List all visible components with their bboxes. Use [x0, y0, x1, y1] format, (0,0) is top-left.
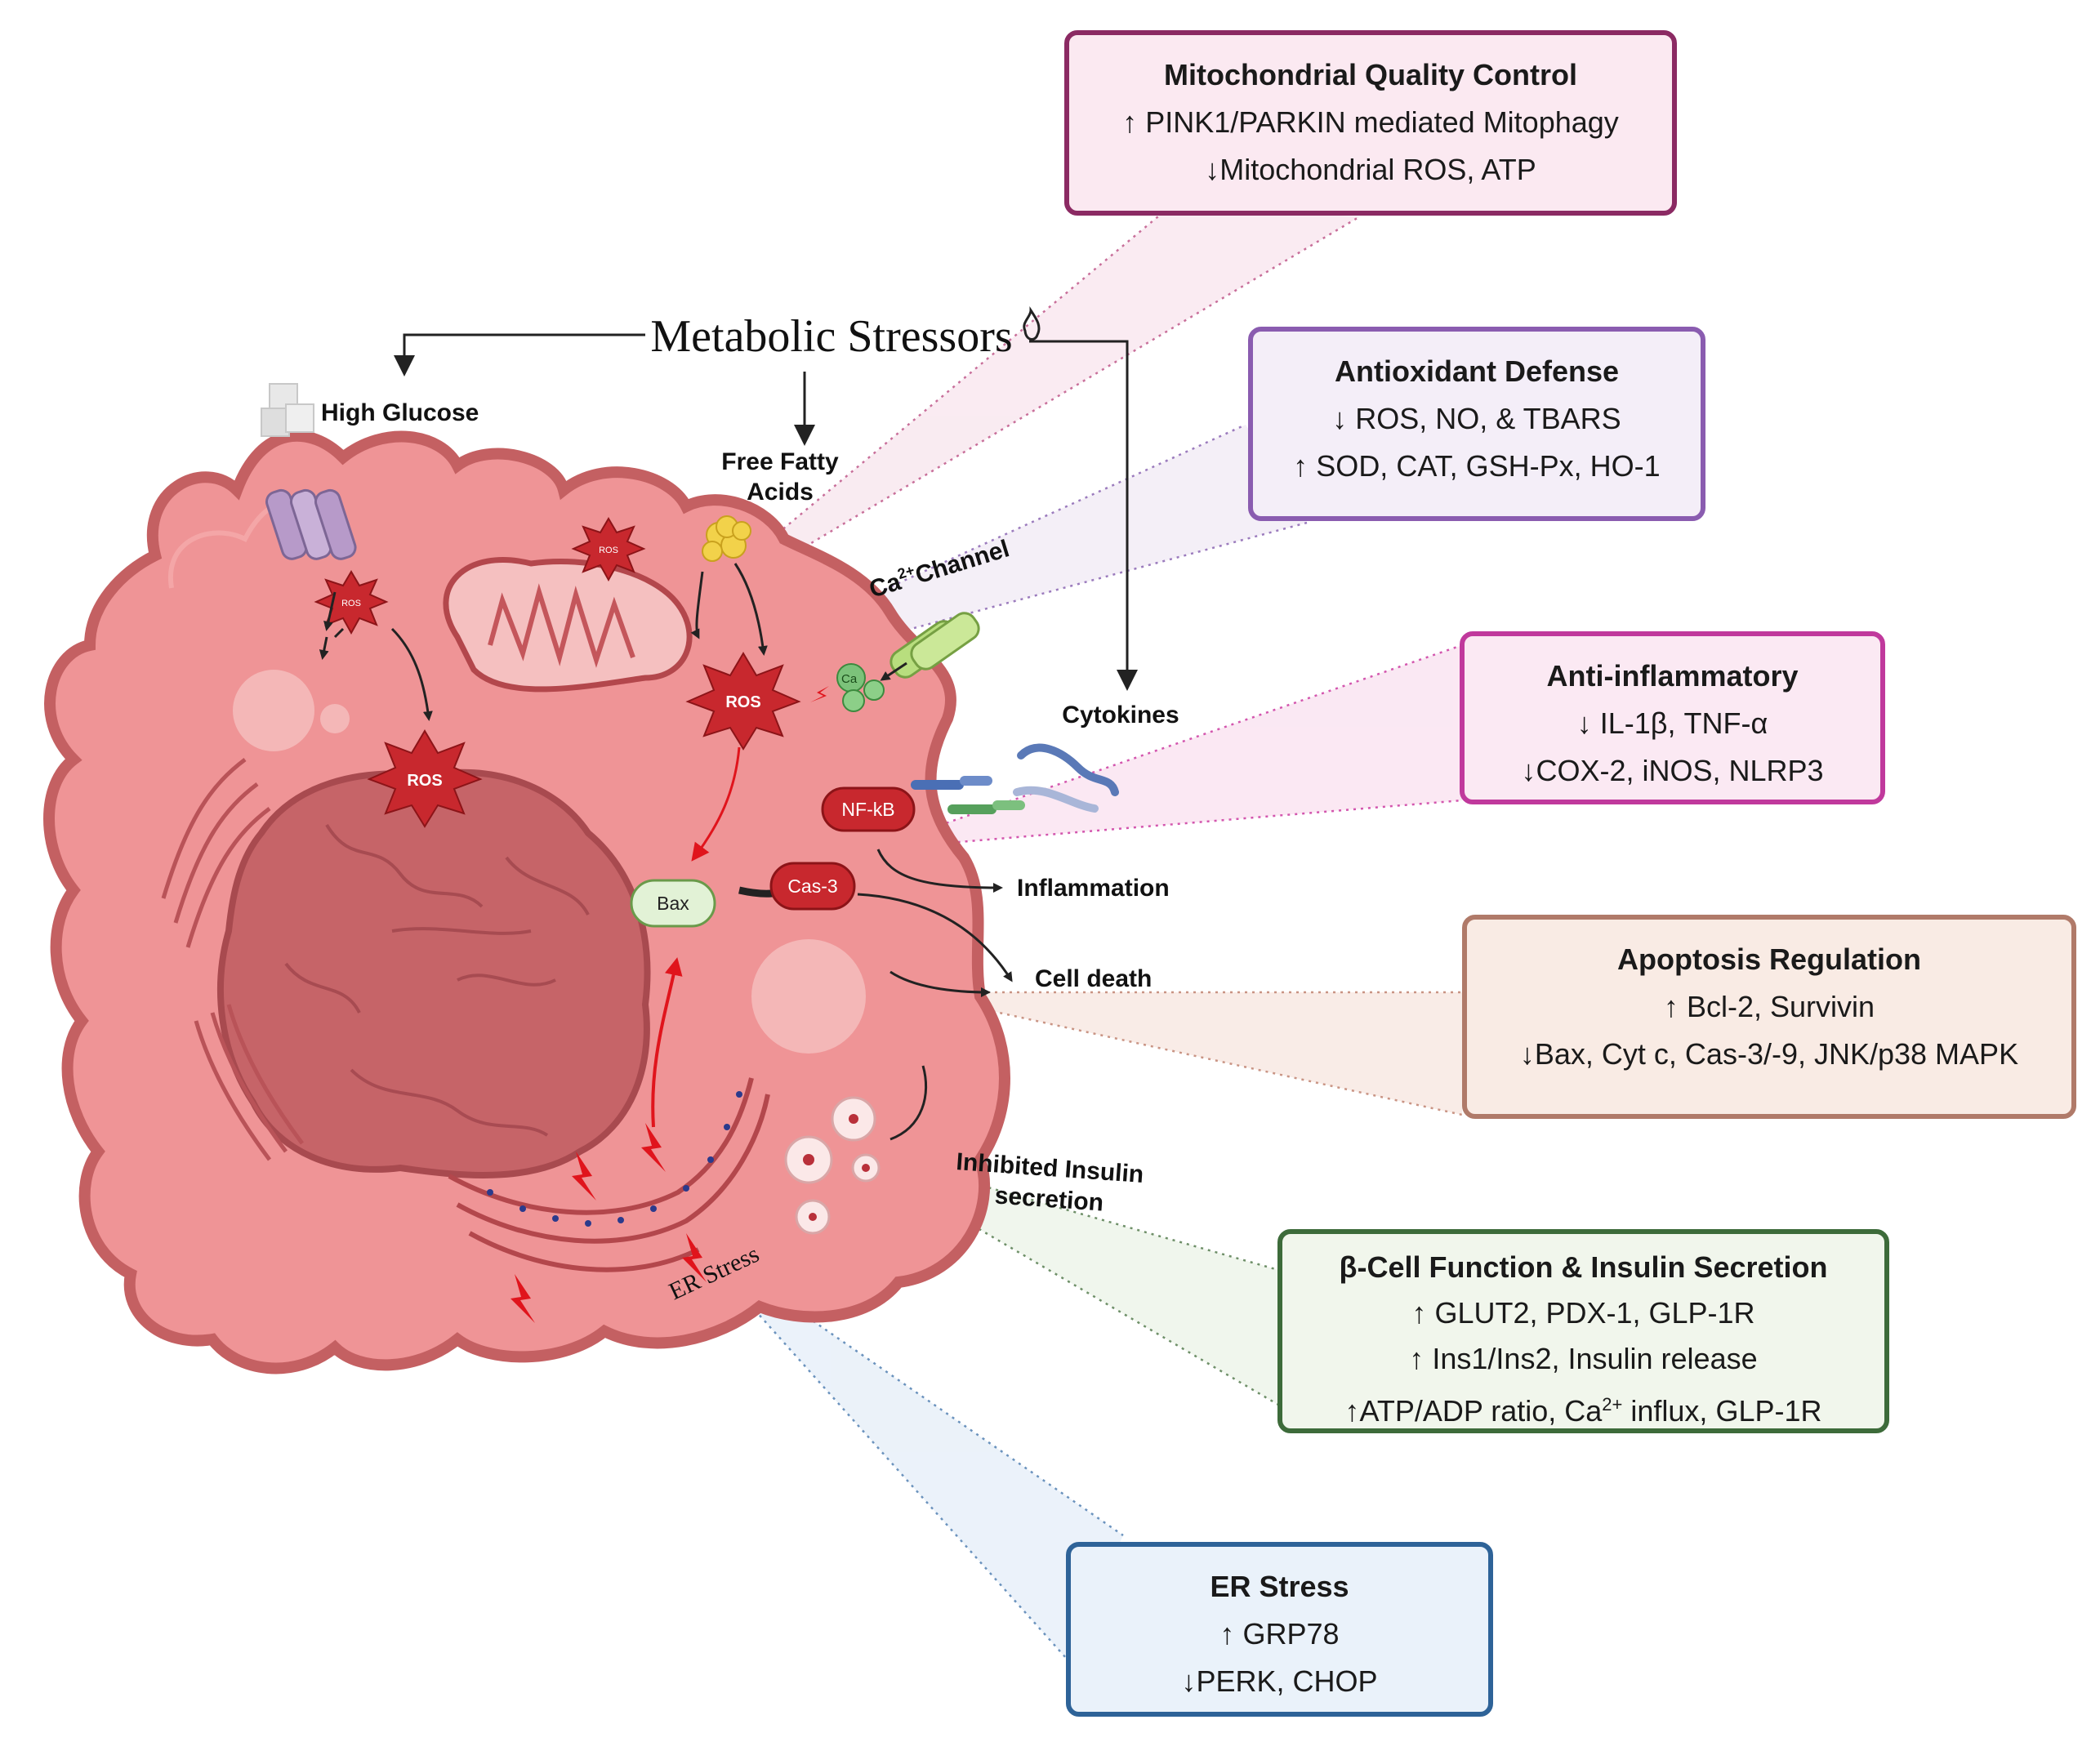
- box-line: ↑ PINK1/PARKIN mediated Mitophagy: [1122, 105, 1619, 139]
- mitochondrion: [443, 557, 693, 693]
- high-glucose-label: High Glucose: [321, 399, 479, 426]
- box-er-stress: ER Stress ↑ GRP78 ↓PERK, CHOP: [1066, 1542, 1493, 1717]
- line3-sup: 2+: [1602, 1394, 1623, 1415]
- ros-to-bax-arrow: [691, 746, 741, 862]
- ros-burst-right: ROS: [685, 652, 801, 751]
- ros-burst-mid: ROS: [367, 729, 483, 828]
- box-line: ↓PERK, CHOP: [1181, 1664, 1378, 1698]
- box-title: Anti-inflammatory: [1546, 659, 1799, 693]
- box-title: Mitochondrial Quality Control: [1164, 58, 1577, 91]
- golgi-er: [448, 1077, 770, 1272]
- pathway-arrows: [319, 333, 1138, 1141]
- box-beta-cell-function: β-Cell Function & Insulin Secretion ↑ GL…: [1277, 1229, 1889, 1433]
- ros-label-small-top: ROS: [599, 546, 618, 555]
- ros-label-small-left: ROS: [341, 599, 361, 608]
- cytokine-receptors: [911, 743, 1119, 814]
- box-line: ↓COX-2, iNOS, NLRP3: [1521, 754, 1824, 787]
- inflammation-label: Inflammation: [1017, 875, 1170, 902]
- box-title: Antioxidant Defense: [1334, 354, 1620, 388]
- box-line: ↑ GRP78: [1219, 1617, 1340, 1651]
- bax-pill: Bax: [630, 879, 716, 928]
- box-mitochondrial-quality-control: Mitochondrial Quality Control ↑ PINK1/PA…: [1064, 30, 1677, 216]
- box-line: ↓ IL-1β, TNF-α: [1576, 706, 1768, 740]
- er-stress-lightning: [511, 686, 829, 1323]
- sugar-cubes: [261, 383, 314, 437]
- ffa-label-line1: Free Fatty: [721, 448, 839, 475]
- rough-er-left: [161, 758, 305, 1161]
- cytokines-label: Cytokines: [1062, 702, 1179, 728]
- ffa-label-line2: Acids: [747, 479, 814, 506]
- line3-post: influx, GLP-1R: [1622, 1394, 1822, 1428]
- fatty-acid-droplets: [702, 515, 751, 562]
- cell-death-label: Cell death: [1035, 965, 1152, 992]
- line3-pre: ↑ATP/ADP ratio, Ca: [1344, 1394, 1603, 1428]
- box-apoptosis-regulation: Apoptosis Regulation ↑ Bcl-2, Survivin ↓…: [1462, 915, 2076, 1119]
- glucose-transporter: [265, 488, 357, 560]
- er-to-bax-arrow: [651, 957, 683, 1128]
- box-line: ↓ ROS, NO, & TBARS: [1332, 402, 1621, 435]
- box-line: ↑ GLUT2, PDX-1, GLP-1R: [1411, 1296, 1755, 1330]
- nfkb-label: NF-kB: [841, 799, 894, 820]
- ghost-organelles: [233, 670, 866, 1054]
- box-line: ↑ Ins1/Ins2, Insulin release: [1409, 1342, 1758, 1375]
- box-title: Apoptosis Regulation: [1617, 942, 1921, 976]
- box-title: β-Cell Function & Insulin Secretion: [1339, 1250, 1828, 1284]
- cas3-label: Cas-3: [787, 875, 837, 897]
- bax-label: Bax: [657, 893, 689, 914]
- calcium-channel: [889, 612, 980, 679]
- ros-label-right: ROS: [725, 693, 760, 711]
- box-antioxidant-defense: Antioxidant Defense ↓ ROS, NO, & TBARS ↑…: [1248, 327, 1705, 521]
- ca-ion-label: Ca: [841, 672, 858, 686]
- chromatin: [284, 823, 590, 1137]
- box-line: ↓Mitochondrial ROS, ATP: [1205, 153, 1536, 186]
- box-line: ↑ Bcl-2, Survivin: [1663, 990, 1875, 1023]
- box-line: ↓Bax, Cyt c, Cas-3/-9, JNK/p38 MAPK: [1519, 1037, 2019, 1071]
- box-line: ↑ATP/ADP ratio, Ca2+ influx, GLP-1R: [1282, 1389, 1884, 1427]
- box-title: ER Stress: [1210, 1570, 1349, 1603]
- box-line: ↑ SOD, CAT, GSH-Px, HO-1: [1293, 449, 1661, 483]
- insulin-granules: [784, 1096, 881, 1235]
- flame-icon: [1023, 306, 1041, 341]
- nfkb-pill: NF-kB: [821, 786, 916, 832]
- calcium-ions: Ca: [836, 663, 885, 712]
- ros-label-mid: ROS: [407, 772, 442, 790]
- diagram-title: Metabolic Stressors: [650, 311, 1012, 362]
- nucleus: [217, 769, 651, 1178]
- box-anti-inflammatory: Anti-inflammatory ↓ IL-1β, TNF-α ↓COX-2,…: [1460, 631, 1885, 804]
- ribosomes: [487, 1091, 742, 1227]
- ros-burst-small-top: ROS: [571, 517, 646, 582]
- ros-burst-small-left: ROS: [314, 570, 389, 635]
- cas3-pill: Cas-3: [769, 862, 856, 911]
